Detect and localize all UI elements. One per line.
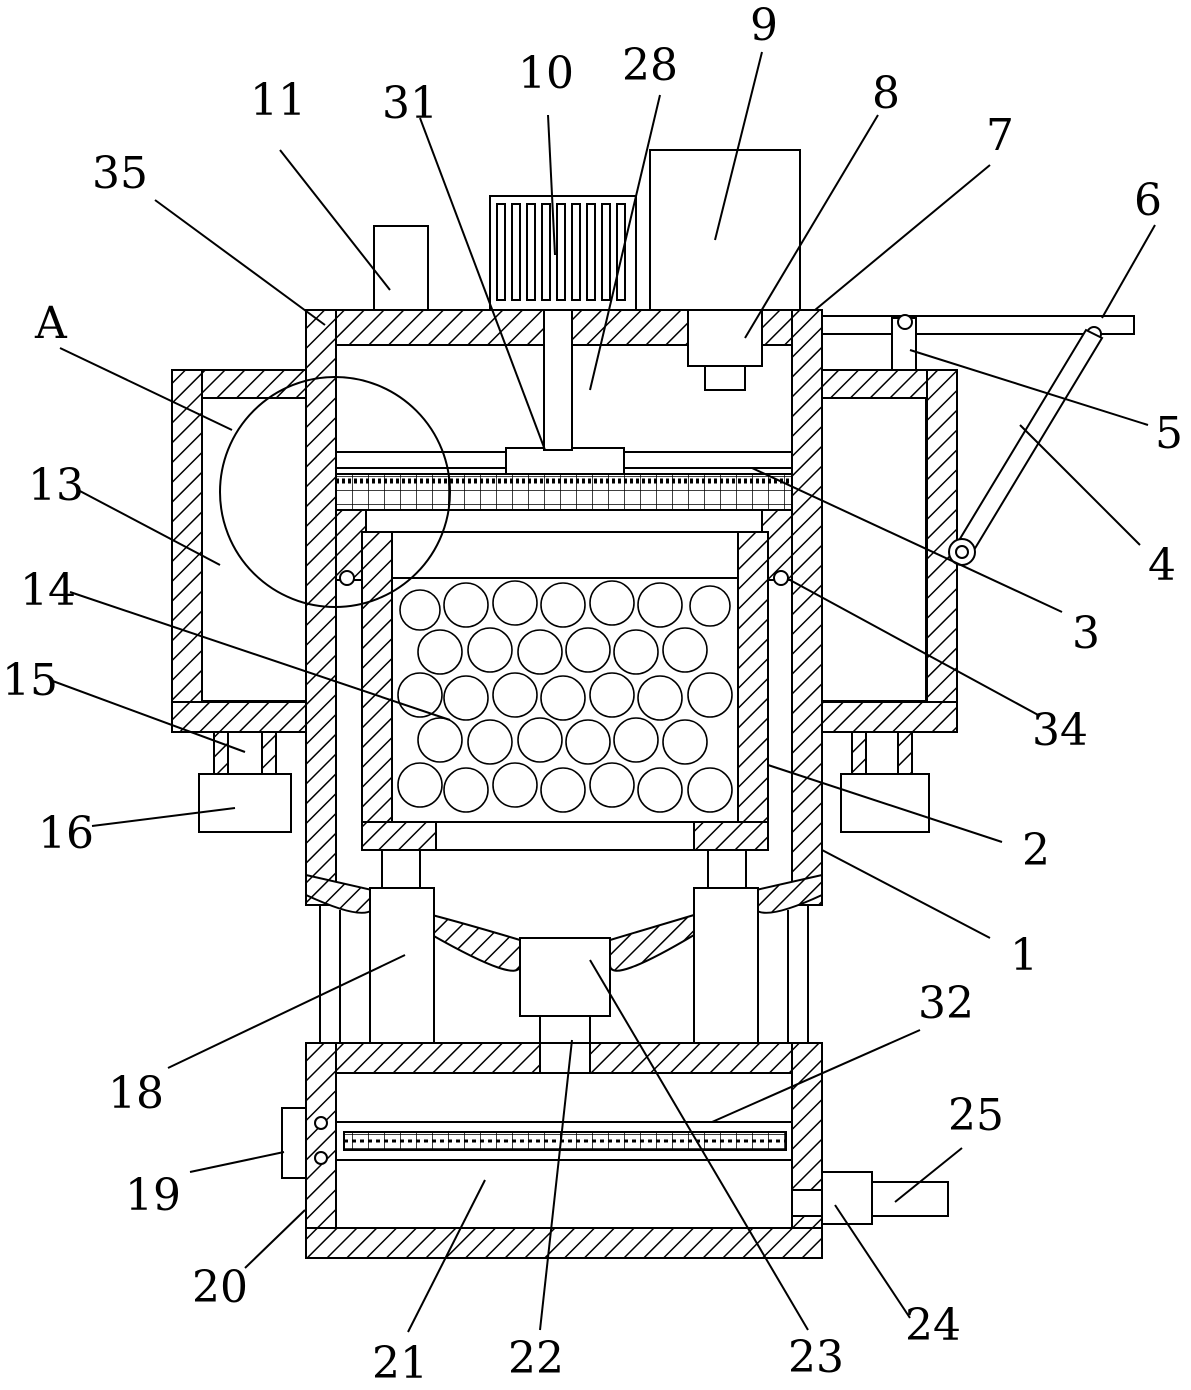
inlet-pipe-11 bbox=[373, 225, 429, 311]
label-15: 15 bbox=[2, 655, 58, 706]
label-a: A bbox=[34, 298, 68, 349]
label-13: 13 bbox=[28, 460, 84, 511]
label-32: 32 bbox=[918, 978, 974, 1029]
label-9: 9 bbox=[750, 0, 778, 51]
label-16: 16 bbox=[38, 808, 94, 859]
label-14: 14 bbox=[20, 565, 76, 616]
label-18: 18 bbox=[108, 1068, 164, 1119]
outlet-pipe-25 bbox=[871, 1181, 949, 1217]
label-35: 35 bbox=[92, 148, 148, 199]
label-11: 11 bbox=[250, 75, 306, 126]
leader-lines bbox=[49, 51, 1156, 1333]
label-34: 34 bbox=[1032, 705, 1088, 756]
detail-circle-a bbox=[219, 376, 451, 608]
label-6: 6 bbox=[1134, 175, 1162, 226]
pump-24 bbox=[821, 1171, 873, 1225]
valve-8 bbox=[687, 309, 763, 367]
label-4: 4 bbox=[1148, 540, 1176, 591]
motor-10 bbox=[489, 195, 637, 311]
box-9 bbox=[649, 149, 801, 311]
label-10: 10 bbox=[518, 48, 574, 99]
label-24: 24 bbox=[905, 1300, 961, 1351]
pump-16 bbox=[198, 773, 292, 833]
drain-valve-23 bbox=[519, 937, 611, 1017]
leg-18-left bbox=[369, 887, 435, 1044]
label-5: 5 bbox=[1155, 408, 1183, 459]
inner-basket bbox=[335, 509, 793, 851]
switch-19 bbox=[281, 1107, 307, 1179]
label-22: 22 bbox=[508, 1333, 564, 1384]
label-23: 23 bbox=[788, 1332, 844, 1383]
link-4 bbox=[950, 328, 1104, 562]
label-7: 7 bbox=[986, 110, 1014, 161]
left-tank bbox=[171, 369, 309, 775]
label-20: 20 bbox=[192, 1262, 248, 1313]
label-31: 31 bbox=[382, 78, 438, 129]
shaft-28 bbox=[543, 309, 573, 451]
leg-18-right bbox=[693, 887, 759, 1044]
label-2: 2 bbox=[1022, 825, 1050, 876]
label-1: 1 bbox=[1010, 930, 1038, 981]
label-28: 28 bbox=[622, 40, 678, 91]
label-21: 21 bbox=[372, 1338, 428, 1385]
porous-media bbox=[397, 580, 733, 813]
label-19: 19 bbox=[125, 1170, 181, 1221]
label-3: 3 bbox=[1072, 608, 1100, 659]
label-25: 25 bbox=[948, 1090, 1004, 1141]
right-tank bbox=[821, 369, 958, 833]
label-8: 8 bbox=[872, 68, 900, 119]
